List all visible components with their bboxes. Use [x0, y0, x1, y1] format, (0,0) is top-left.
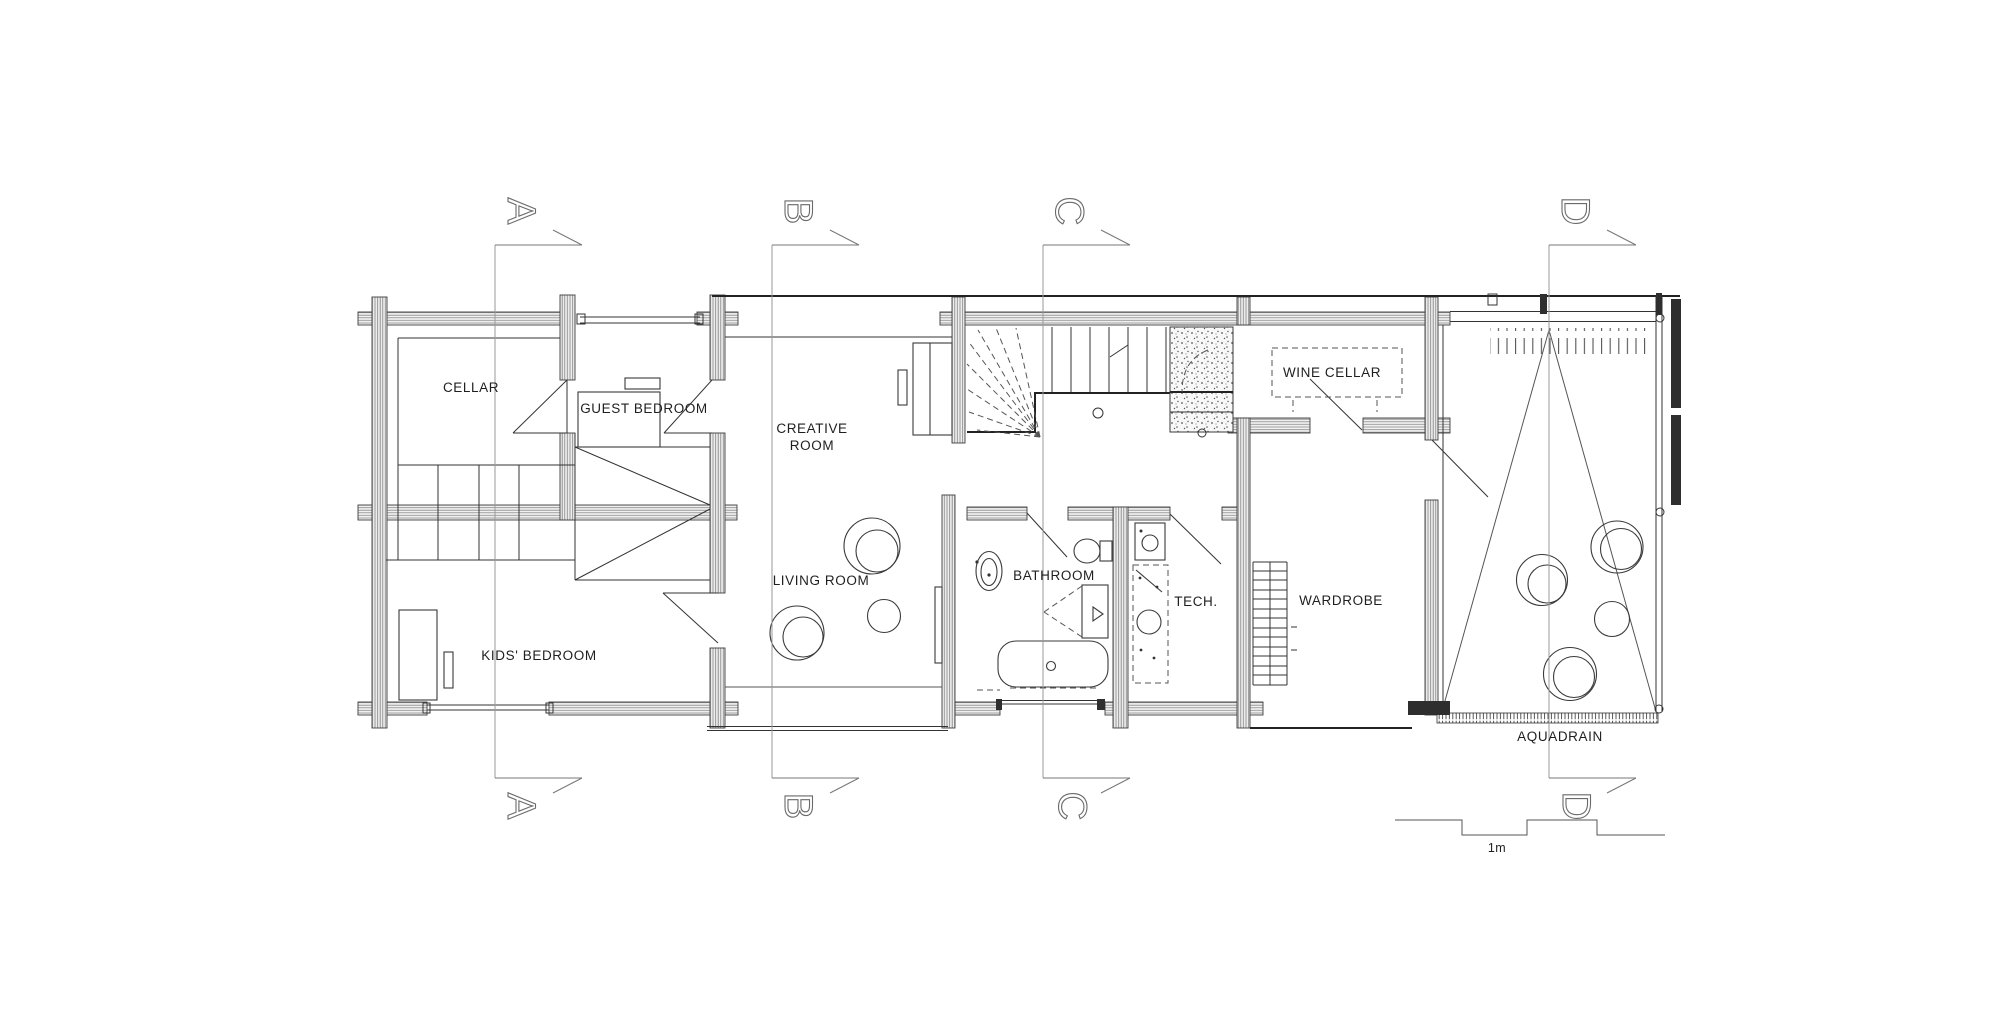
room-label-kids: KIDS' BEDROOM	[481, 648, 596, 663]
room-label-creative-2: ROOM	[790, 438, 834, 453]
section-letter-c-bottom: C	[1050, 792, 1094, 821]
room-label-wine-cellar: WINE CELLAR	[1283, 365, 1381, 380]
room-label-wardrobe: WARDROBE	[1299, 593, 1383, 608]
tech-door	[1169, 513, 1222, 565]
terrace-door	[1431, 439, 1489, 498]
deck-tick-row	[1490, 328, 1648, 354]
room-label-aquadrain: AQUADRAIN	[1517, 729, 1603, 744]
shower	[1043, 584, 1109, 639]
section-letter-d-bottom: D	[1554, 792, 1598, 821]
doors	[512, 378, 1489, 644]
room-labels: CELLAR GUEST BEDROOM CREATIVE ROOM LIVIN…	[443, 365, 1603, 744]
cellar-door	[512, 379, 568, 434]
ladder-rungs	[1253, 561, 1287, 686]
room-label-living: LIVING ROOM	[773, 573, 870, 588]
washing-machine	[1134, 522, 1166, 561]
window-bottom-kids	[422, 702, 554, 714]
kids-bed	[398, 609, 454, 701]
bathroom-fixtures	[975, 538, 1113, 691]
creative-room-desk	[897, 342, 953, 436]
wardrobe-ladder	[1252, 561, 1297, 686]
living-armchairs	[769, 517, 943, 664]
room-label-bathroom: BATHROOM	[1013, 568, 1095, 583]
guest-bedroom-door	[663, 379, 713, 434]
terrace-stones	[1515, 520, 1644, 702]
wall-outlines	[397, 295, 1680, 731]
winder-dashed-treads	[966, 327, 1041, 438]
section-lines	[494, 245, 1550, 778]
section-letter-b-top: B	[776, 198, 820, 225]
window-top-guest	[576, 313, 704, 325]
section-flags	[495, 229, 1637, 794]
bathroom-threshold	[996, 699, 1105, 710]
section-letter-a-bottom: A	[499, 793, 543, 820]
room-label-tech: TECH.	[1174, 594, 1218, 609]
wine-cellar-door	[1309, 378, 1363, 431]
section-letter-a-top: A	[499, 198, 543, 225]
room-label-cellar: CELLAR	[443, 380, 499, 395]
room-label-guest: GUEST BEDROOM	[580, 401, 708, 416]
room-label-creative-1: CREATIVE	[776, 421, 847, 436]
bathtub	[997, 640, 1109, 689]
terrace-slope-lines	[1442, 329, 1656, 709]
tech-counter	[1132, 564, 1169, 684]
guest-bed	[577, 377, 661, 448]
wine-cellar-outline	[1271, 347, 1403, 412]
terrace	[1408, 293, 1681, 724]
kids-bedroom-door	[662, 592, 719, 644]
toilet	[1073, 538, 1113, 564]
winder-staircase	[966, 327, 1172, 438]
section-letter-b-bottom: B	[776, 793, 820, 820]
section-letter-c-top: C	[1047, 197, 1091, 226]
scale-label: 1m	[1488, 841, 1506, 855]
tech-fixtures	[1132, 522, 1169, 684]
bathroom-door	[1026, 512, 1068, 558]
section-letters: A B C D A B C D	[498, 196, 1598, 821]
washbasin	[975, 550, 1003, 592]
terrace-railing	[1487, 293, 1681, 714]
section-letter-d-top: D	[1553, 197, 1597, 226]
chimney-block	[1169, 326, 1234, 438]
cellar-stairs	[386, 433, 576, 580]
aquadrain-strip	[1436, 712, 1659, 724]
log-walls	[357, 294, 1451, 729]
scale-bar: 1m	[1395, 819, 1665, 855]
